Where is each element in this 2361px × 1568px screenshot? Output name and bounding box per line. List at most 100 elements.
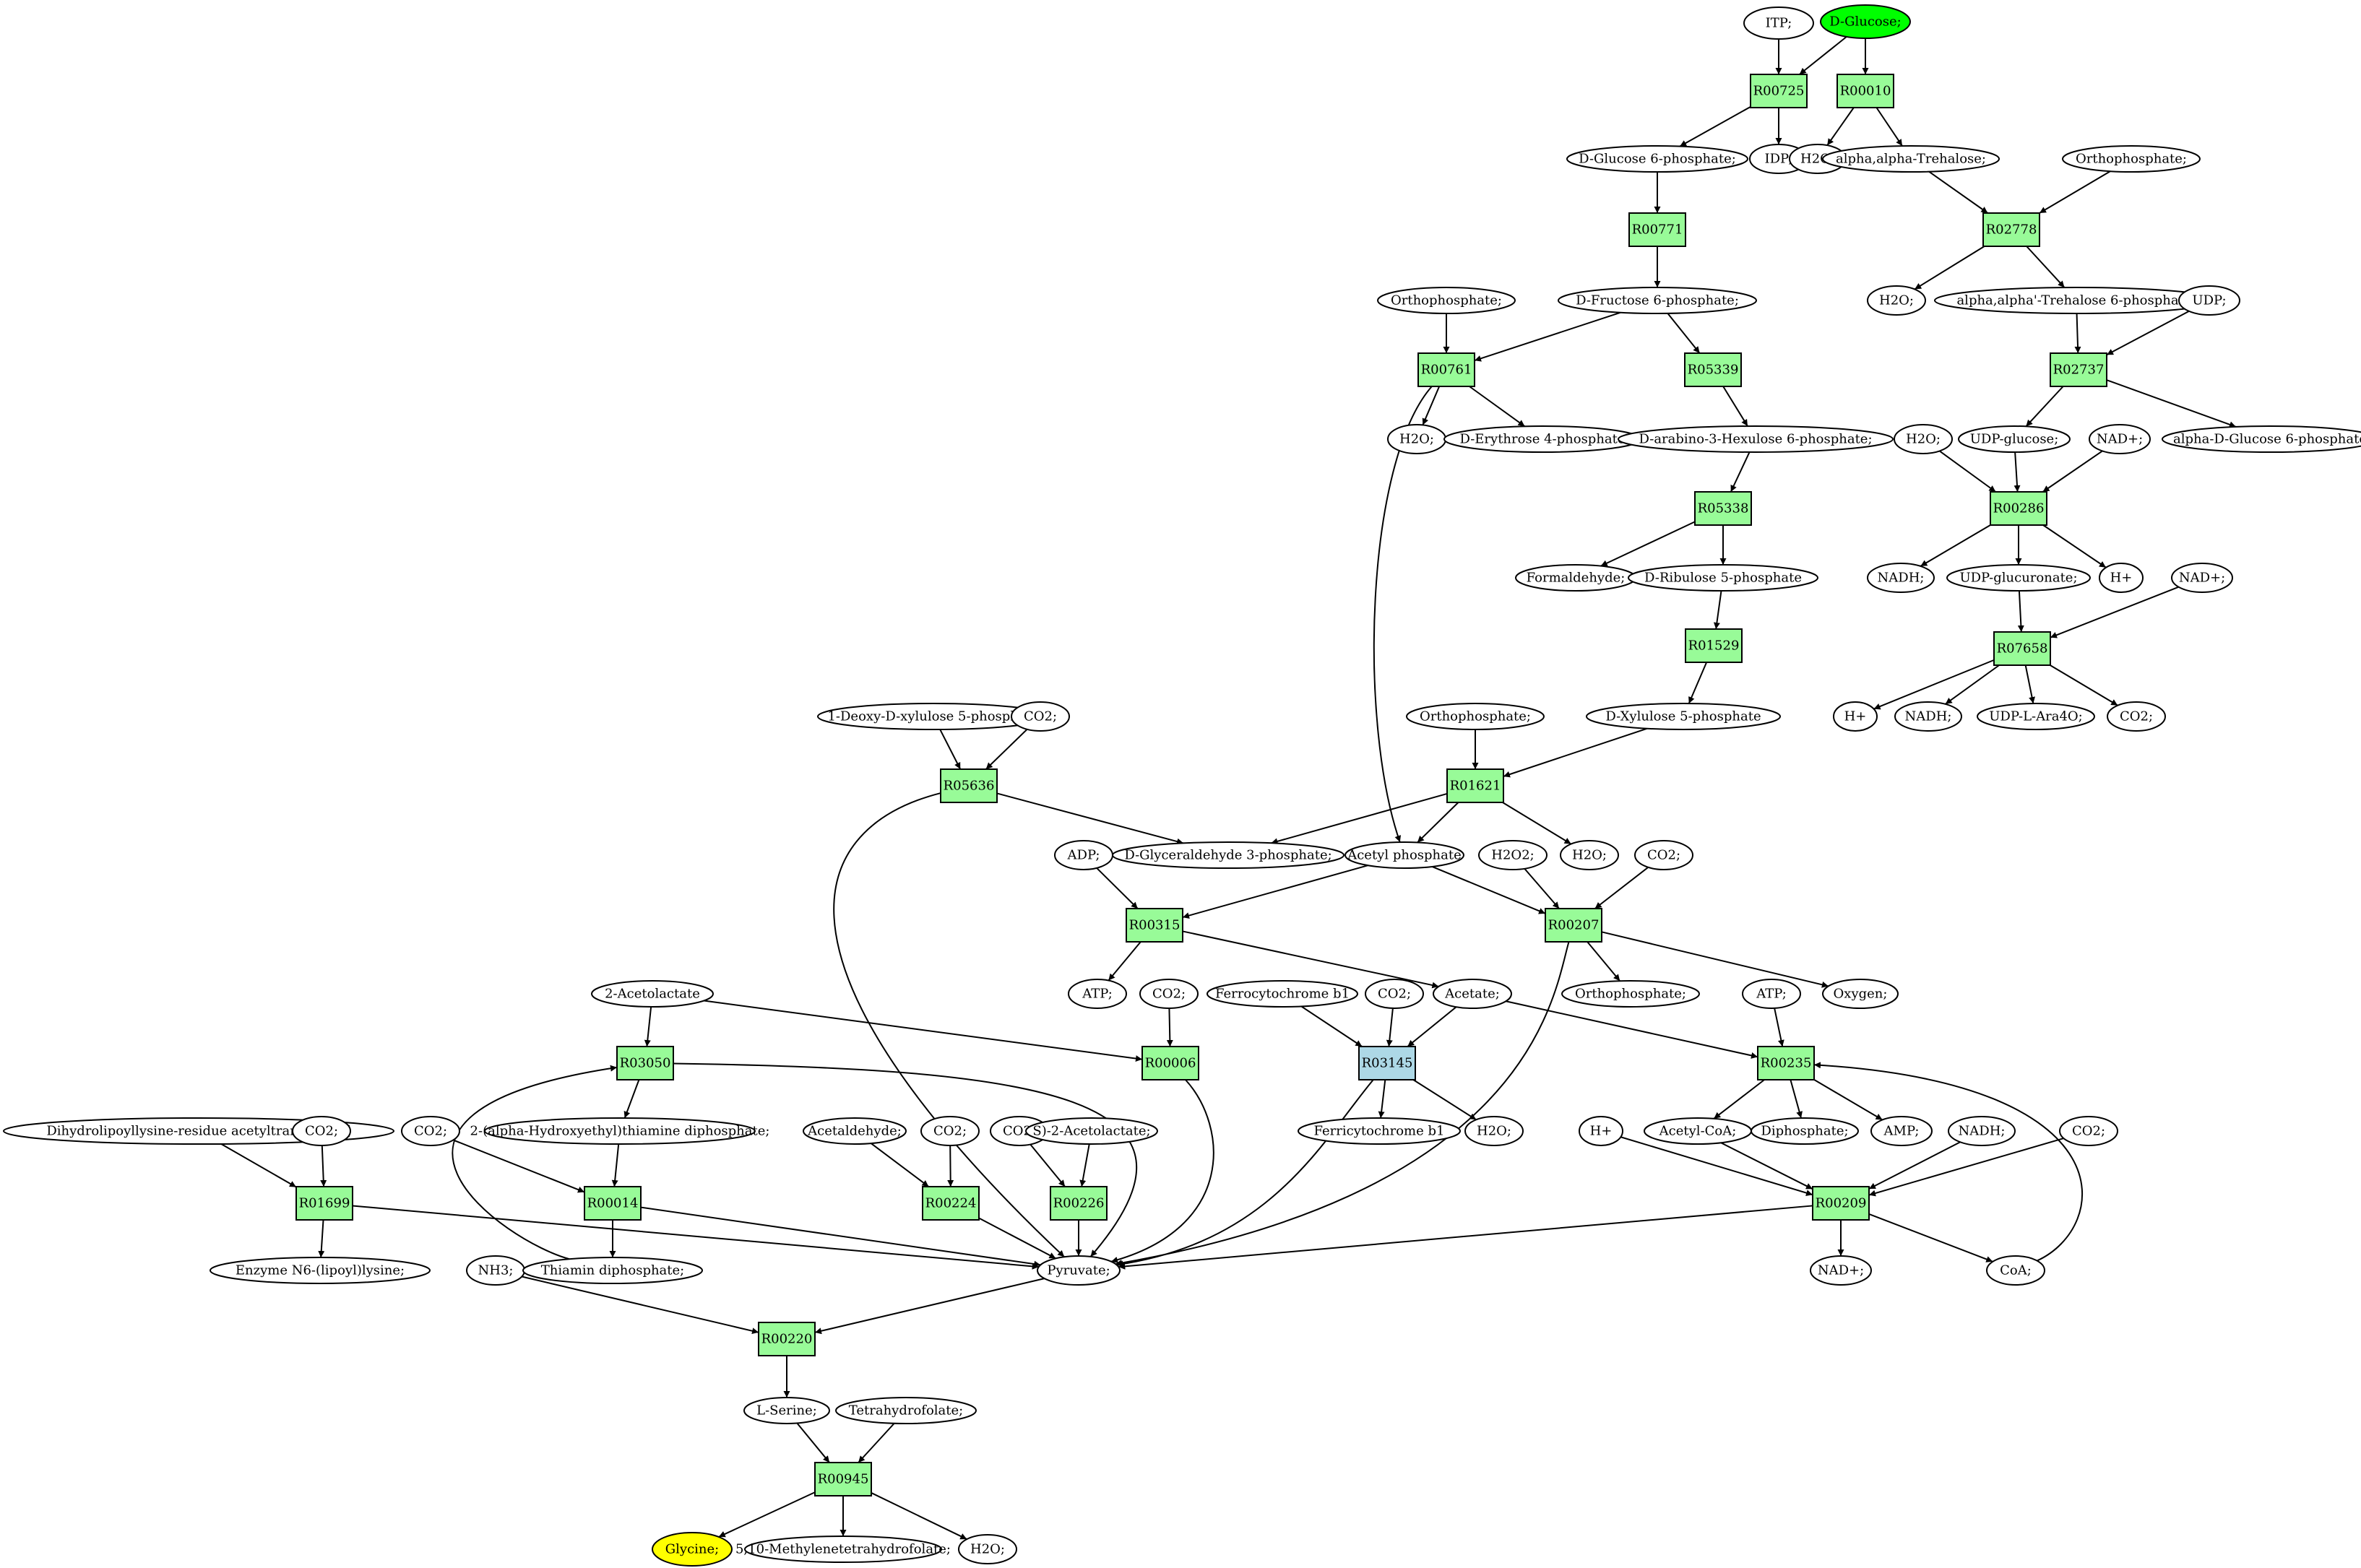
edge-arrow: [1945, 664, 2000, 705]
compound-label: ADP;: [1067, 848, 1100, 863]
compound-node: NH3;: [466, 1255, 525, 1286]
edge-arrow: [2074, 313, 2081, 354]
edge-arrow: [2106, 310, 2190, 356]
edge-arrow: [1939, 450, 1996, 493]
reaction-node: R05339: [1684, 352, 1742, 387]
compound-node: AMP;: [1870, 1116, 1933, 1146]
compound-node: NADH;: [1894, 701, 1962, 732]
compound-ellipse: [2171, 563, 2233, 593]
compound-label: NADH;: [1959, 1124, 2006, 1139]
edge-arrow: [1108, 941, 1141, 982]
compound-node: CO2;: [2059, 1116, 2118, 1146]
reaction-node: R02737: [2050, 352, 2107, 387]
compound-label: Acetyl phosphate: [1347, 848, 1462, 863]
reaction-label: R00725: [1753, 84, 1805, 99]
reaction-label: R05339: [1688, 363, 1739, 378]
edge-arrow: [1713, 590, 1722, 630]
reaction-label: R00315: [1129, 918, 1180, 933]
compound-label: AMP;: [1883, 1124, 1920, 1139]
edge-arrow: [1422, 386, 1441, 425]
reaction-node: R01621: [1446, 768, 1504, 803]
compound-node: Acetaldehyde;: [803, 1117, 907, 1145]
compound-node: CO2;: [920, 1116, 980, 1146]
reaction-box: [1694, 491, 1752, 526]
edge-arrow: [1412, 1079, 1477, 1121]
compound-node: ATP;: [1742, 979, 1801, 1009]
reaction-label: R02737: [2053, 363, 2105, 378]
edge-arrow: [1868, 1138, 2064, 1197]
compound-node: alpha,alpha'-Trehalose 6-phosphate;: [1934, 287, 2219, 314]
reaction-box: [1684, 352, 1742, 387]
compound-label: D-Glucose 6-phosphate;: [1579, 152, 1736, 167]
reaction-node: R07658: [1993, 631, 2051, 666]
compound-ellipse: [652, 1532, 733, 1567]
compound-ellipse: [2099, 563, 2144, 593]
edge-arrow: [1271, 792, 1448, 845]
edge-arrow: [1118, 1205, 1813, 1270]
reaction-label: R00226: [1053, 1196, 1105, 1211]
compound-node: D-Fructose 6-phosphate;: [1558, 287, 1757, 314]
edge-arrow: [220, 1143, 297, 1188]
reaction-box: [758, 1322, 816, 1356]
compound-node: Ferrocytochrome b1: [1207, 980, 1358, 1008]
compound-ellipse: [1833, 701, 1878, 732]
reaction-box: [1545, 908, 1602, 943]
compound-ellipse: [1870, 1116, 1933, 1146]
compound-node: Acetyl-CoA;: [1644, 1117, 1752, 1145]
compound-ellipse: [1618, 425, 1894, 453]
compound-ellipse: [401, 1116, 460, 1146]
compound-node: CO2;: [292, 1116, 351, 1146]
compound-label: D-arabino-3-Hexulose 6-phosphate;: [1639, 432, 1872, 447]
compound-label: D-Erythrose 4-phosphate: [1459, 432, 1625, 447]
edge-arrow: [1431, 865, 1546, 914]
compound-node: S)-2-Acetolactate;: [1025, 1117, 1158, 1145]
edge-arrow: [2039, 170, 2111, 214]
compound-node: NADH;: [1948, 1116, 2016, 1146]
reaction-label: R00006: [1145, 1056, 1196, 1071]
edge-arrow: [1790, 1079, 1803, 1119]
edge-arrow: [1166, 1008, 1173, 1047]
compound-label: Thiamin diphosphate;: [541, 1263, 685, 1278]
compound-node: alpha,alpha-Trehalose;: [1822, 145, 2000, 173]
edge-arrow: [1503, 727, 1648, 778]
compound-ellipse: [1634, 840, 1693, 870]
compound-ellipse: [484, 1117, 756, 1145]
compound-ellipse: [1894, 701, 1962, 732]
compound-label: UDP-glucose;: [1970, 432, 2059, 447]
reaction-box: [1417, 352, 1475, 387]
reaction-label: R00945: [818, 1472, 869, 1487]
reaction-box: [1993, 631, 2051, 666]
reaction-label: R00220: [761, 1332, 813, 1347]
compound-ellipse: [522, 1257, 703, 1284]
edge-arrow: [1524, 868, 1560, 909]
compound-ellipse: [1298, 1117, 1461, 1145]
reaction-node: R00209: [1812, 1186, 1870, 1221]
edge-arrow: [1030, 1143, 1066, 1187]
compound-ellipse: [1560, 840, 1619, 870]
compound-node: ADP;: [1054, 840, 1113, 870]
compound-label: alpha,alpha-Trehalose;: [1836, 152, 1986, 167]
edge-arrow: [1594, 867, 1649, 909]
compound-node: 1-Deoxy-D-xylulose 5-phosphate: [817, 703, 1050, 730]
edge-arrow: [521, 1275, 759, 1335]
compound-label: NADH;: [1905, 709, 1952, 724]
reaction-label: R02778: [1986, 222, 2037, 238]
edge-arrow: [1914, 246, 1985, 290]
reaction-box: [1685, 628, 1743, 663]
edge-arrow: [996, 792, 1184, 845]
reaction-box: [1812, 1186, 1870, 1221]
compound-node: CO2;: [1011, 701, 1070, 732]
edge-arrow: [2013, 451, 2021, 493]
compound-ellipse: [920, 1116, 980, 1146]
reaction-node: R01699: [295, 1186, 353, 1221]
compound-node: Pyruvate;: [1037, 1255, 1121, 1286]
compound-ellipse: [1478, 840, 1548, 870]
compound-node: D-arabino-3-Hexulose 6-phosphate;: [1618, 425, 1894, 453]
edge-arrow: [704, 1000, 1143, 1062]
edge-arrow: [796, 1422, 830, 1463]
edge-arrow: [318, 1219, 325, 1258]
compound-label: CO2;: [2072, 1124, 2105, 1139]
compound-node: UDP-glucuronate;: [1946, 564, 2091, 592]
reaction-box: [1836, 74, 1894, 108]
reaction-node: R00771: [1628, 212, 1686, 247]
